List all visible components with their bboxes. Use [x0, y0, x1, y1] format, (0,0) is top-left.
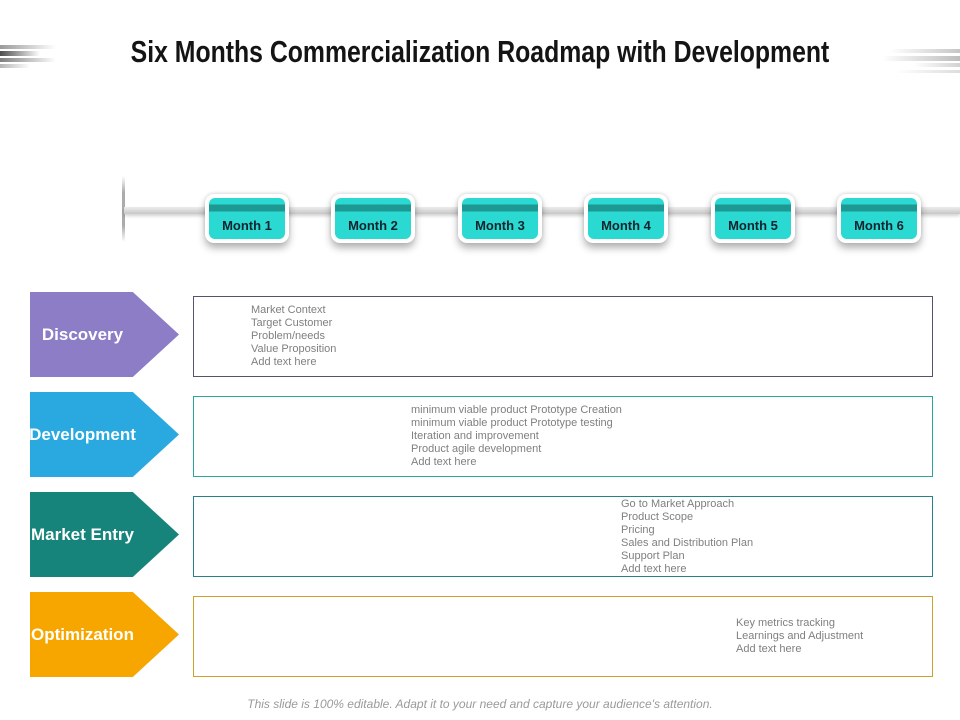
phase-item: Pricing — [621, 523, 655, 536]
timeline-month-6: Month 6 — [837, 194, 921, 243]
timeline-month-2: Month 2 — [331, 194, 415, 243]
phase-item: Target Customer — [251, 317, 333, 329]
timeline-month-5: Month 5 — [711, 194, 795, 243]
decoration-stripe-left — [0, 58, 56, 62]
phase-item: Sales and Distribution Plan — [621, 536, 754, 549]
decoration-stripe-left — [0, 45, 56, 49]
month-label: Month 5 — [728, 218, 778, 233]
phase-item: Product Scope — [621, 510, 694, 523]
timeline-month-4: Month 4 — [584, 194, 668, 243]
month-marker: Month 3 — [462, 198, 538, 239]
month-label: Month 3 — [475, 218, 525, 233]
month-marker: Month 4 — [588, 198, 664, 239]
phase-box-development: minimum viable product Prototype Creatio… — [193, 396, 933, 477]
phase-item: minimum viable product Prototype testing — [411, 417, 613, 429]
phase-item: Iteration and improvement — [411, 430, 539, 442]
phase-arrow-development: Development — [30, 392, 179, 477]
phase-label: Development — [29, 424, 136, 444]
page-title: Six Months Commercialization Roadmap wit… — [130, 34, 830, 69]
decoration-stripe-left — [0, 64, 30, 68]
phase-item: Product agile development — [411, 443, 542, 455]
phase-box-discovery: Market Context Target Customer Problem/n… — [193, 296, 933, 377]
month-label: Month 1 — [222, 218, 272, 233]
phase-label: Market Entry — [31, 524, 134, 544]
phase-item: Value Proposition — [251, 343, 337, 355]
phase-item: Add text here — [251, 356, 317, 368]
phase-item: Add text here — [621, 562, 687, 575]
phase-item: Go to Market Approach — [621, 497, 735, 510]
month-label: Month 2 — [348, 218, 398, 233]
decoration-stripe-right — [896, 70, 960, 73]
phase-label: Discovery — [41, 324, 124, 344]
phase-item: Support Plan — [621, 549, 685, 562]
phase-item: Add text here — [411, 456, 477, 468]
month-label: Month 6 — [854, 218, 904, 233]
phase-arrow-optimization: Optimization — [30, 592, 179, 677]
phase-arrow-discovery: Discovery — [30, 292, 179, 377]
decoration-stripe-right — [890, 49, 960, 53]
phase-item: Market Context — [251, 304, 326, 316]
month-marker: Month 1 — [209, 198, 285, 239]
phase-item: Learnings and Adjustment — [736, 630, 864, 642]
month-marker: Month 2 — [335, 198, 411, 239]
timeline-start-tick — [122, 176, 125, 242]
phase-item: Key metrics tracking — [736, 617, 836, 629]
month-marker: Month 5 — [715, 198, 791, 239]
footer-note: This slide is 100% editable. Adapt it to… — [247, 697, 713, 711]
phase-box-optimization: Key metrics tracking Learnings and Adjus… — [193, 596, 933, 677]
phase-label: Optimization — [31, 624, 134, 644]
timeline-bar — [124, 207, 960, 214]
decoration-stripe-left — [0, 51, 40, 56]
month-label: Month 4 — [601, 218, 651, 233]
phase-item: minimum viable product Prototype Creatio… — [411, 404, 622, 416]
month-marker: Month 6 — [841, 198, 917, 239]
timeline-month-3: Month 3 — [458, 194, 542, 243]
phase-item: Problem/needs — [251, 330, 325, 342]
phase-item: Add text here — [736, 643, 802, 655]
phase-box-market-entry: Go to Market Approach Product Scope Pric… — [193, 496, 933, 577]
decoration-stripe-right — [882, 56, 960, 61]
decoration-stripe-right — [914, 63, 960, 67]
phase-arrow-market-entry: Market Entry — [30, 492, 179, 577]
timeline-month-1: Month 1 — [205, 194, 289, 243]
